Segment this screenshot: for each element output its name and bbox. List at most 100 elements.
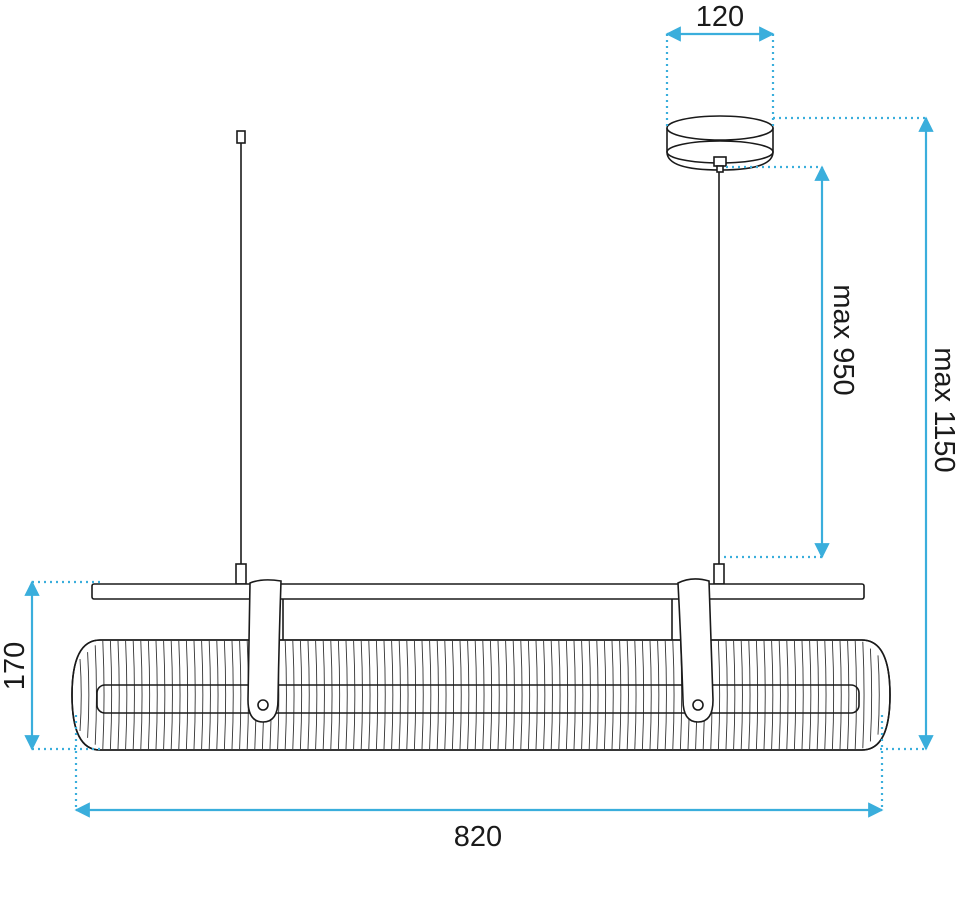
- ceiling-canopy: [666, 115, 774, 173]
- shade-slat: [543, 640, 546, 750]
- shade-slat: [299, 640, 303, 750]
- shade-slat: [619, 640, 622, 750]
- shade-slat: [406, 640, 409, 750]
- left-strap: [247, 579, 282, 723]
- shade-slat: [208, 640, 211, 750]
- shade-slat: [375, 640, 379, 750]
- shade-slat: [847, 640, 850, 750]
- shade-slat: [839, 640, 842, 750]
- shade-slat: [793, 640, 797, 750]
- shade-slat: [748, 640, 751, 750]
- shade-slat: [717, 640, 721, 750]
- shade-slat: [641, 640, 645, 750]
- shade-slat: [634, 640, 637, 750]
- shade-slat: [132, 640, 135, 750]
- shade-slat: [497, 640, 500, 750]
- shade-slat: [413, 640, 417, 750]
- shade-slat: [140, 640, 143, 750]
- shade-slat: [429, 640, 432, 750]
- shade-slat: [322, 640, 325, 750]
- shade-slat: [170, 640, 173, 750]
- lamp-drawing: [71, 115, 891, 751]
- shade-slat: [786, 640, 789, 750]
- right-strap: [677, 578, 714, 723]
- shade-slat: [778, 640, 781, 750]
- shade-slat: [201, 640, 204, 750]
- shade-slat: [535, 640, 538, 750]
- shade-slat: [565, 640, 569, 750]
- shade-slat: [178, 640, 181, 750]
- shade-slat: [239, 640, 242, 750]
- slatted-shade: [71, 639, 891, 751]
- shade-slat: [740, 640, 743, 750]
- shade-slat: [87, 652, 90, 738]
- shade-slat: [421, 640, 424, 750]
- dimension-total-width: [74, 715, 884, 818]
- shade-slat: [391, 640, 394, 750]
- shade-slat: [505, 640, 508, 750]
- shade-slat: [330, 640, 333, 750]
- shade-slat: [816, 640, 819, 750]
- shade-slat: [451, 640, 455, 750]
- shade-slat: [626, 640, 629, 750]
- shade-slat: [824, 640, 827, 750]
- shade-slat: [755, 640, 759, 750]
- shade-slat: [482, 640, 485, 750]
- shade-slat: [467, 640, 470, 750]
- shade-slat: [862, 641, 865, 749]
- shade-slat: [231, 640, 234, 750]
- shade-slat: [588, 640, 591, 750]
- shade-slat: [573, 640, 576, 750]
- dimension-canopy-width: [665, 26, 775, 128]
- shade-slat: [102, 640, 105, 750]
- shade-slats: [79, 640, 880, 750]
- dimension-labels: 120 max 950 max 1150 170 820: [0, 1, 960, 853]
- shade-slat: [672, 640, 675, 750]
- shade-slat: [353, 640, 356, 750]
- shade-slat: [733, 640, 736, 750]
- shade-slat: [459, 640, 462, 750]
- shade-slat: [368, 640, 371, 750]
- shade-slat: [869, 648, 873, 742]
- shade-slat: [155, 640, 158, 750]
- shade-slat: [489, 640, 493, 750]
- label-total-height: max 1150: [928, 347, 960, 472]
- shade-slat: [809, 640, 812, 750]
- shade-slat: [436, 640, 439, 750]
- shade-slat: [550, 640, 553, 750]
- shade-slat: [360, 640, 363, 750]
- dimension-total-height: [773, 116, 934, 751]
- inner-light-tube: [96, 684, 860, 714]
- shade-slat: [763, 640, 766, 750]
- shade-slat: [527, 640, 531, 750]
- shade-slat: [216, 640, 219, 750]
- shade-slat: [581, 640, 584, 750]
- shade-slat: [147, 640, 151, 750]
- shade-slat: [163, 640, 166, 750]
- shade-slat: [193, 640, 196, 750]
- shade-slat: [109, 640, 113, 750]
- shade-slat: [337, 640, 341, 750]
- label-shade-height: 170: [0, 642, 31, 690]
- shade-slat: [125, 640, 128, 750]
- dimension-shade-height: [24, 580, 102, 751]
- shade-slat: [877, 655, 880, 735]
- shade-slat: [603, 640, 607, 750]
- shade-slat: [284, 640, 287, 750]
- top-bar: [91, 563, 865, 640]
- dimension-lines: [24, 26, 934, 818]
- shade-slat: [383, 640, 386, 750]
- shade-slat: [725, 640, 728, 750]
- shade-slat: [398, 640, 401, 750]
- shade-slat: [292, 640, 295, 750]
- shade-slat: [444, 640, 447, 750]
- shade-slat: [474, 640, 477, 750]
- shade-slat: [596, 640, 599, 750]
- shade-slat: [117, 640, 120, 750]
- shade-slat: [664, 640, 667, 750]
- label-cable-length: max 950: [827, 284, 859, 395]
- shade-slat: [831, 640, 835, 750]
- shade-slat: [649, 640, 652, 750]
- label-canopy-width: 120: [696, 1, 744, 33]
